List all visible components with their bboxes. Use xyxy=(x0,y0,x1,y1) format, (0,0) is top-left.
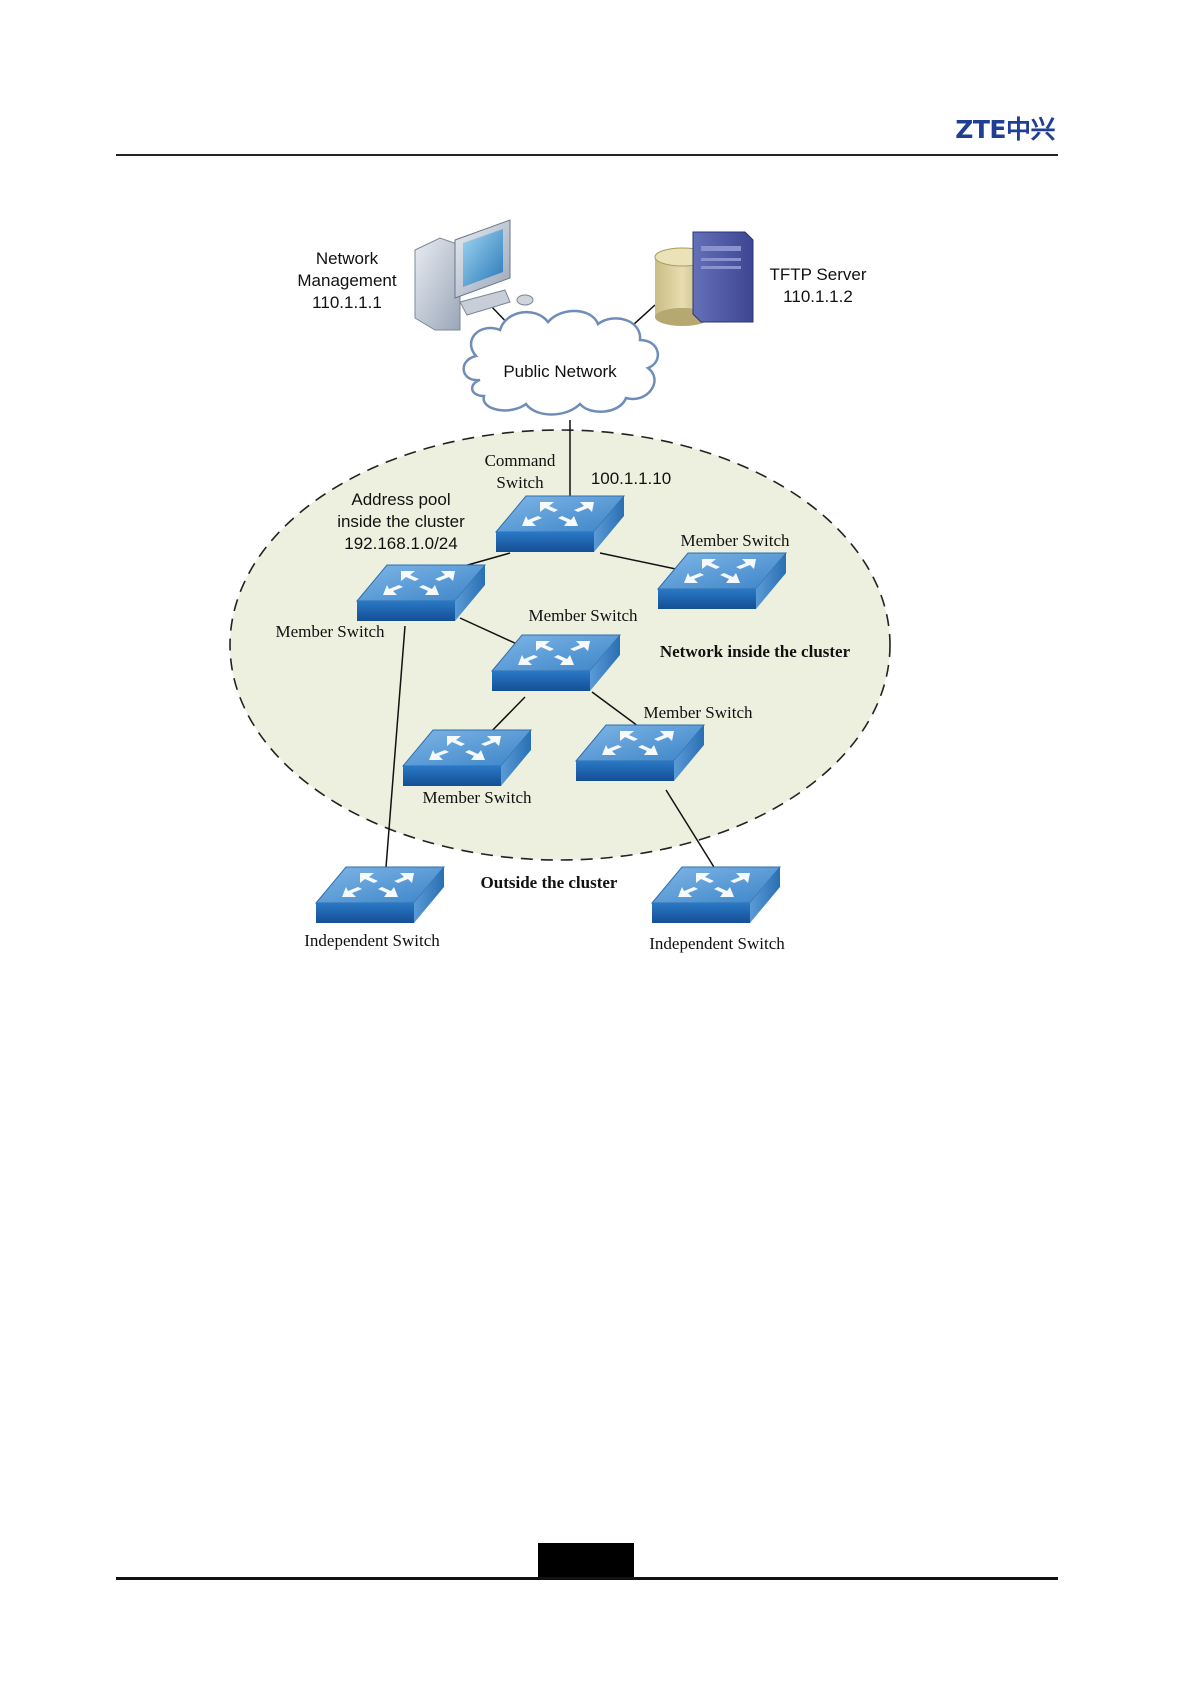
server-icon xyxy=(655,232,753,326)
footer-rule xyxy=(116,1577,1058,1580)
cloud-label: Public Network xyxy=(503,362,617,381)
pool-line1: Address pool xyxy=(351,490,450,509)
command-label-1: Command xyxy=(485,451,556,470)
independent-label-left: Independent Switch xyxy=(304,931,440,950)
member-label-left: Member Switch xyxy=(275,622,385,641)
member-label-bottomright: Member Switch xyxy=(643,703,753,722)
pool-line3: 192.168.1.0/24 xyxy=(344,534,457,553)
page-number-tab xyxy=(538,1543,634,1579)
command-label-2: Switch xyxy=(496,473,544,492)
cluster-label: Network inside the cluster xyxy=(660,642,851,661)
outside-label: Outside the cluster xyxy=(481,873,618,892)
member-label-center: Member Switch xyxy=(528,606,638,625)
independent-switch-icon-left xyxy=(316,867,444,923)
pool-line2: inside the cluster xyxy=(337,512,465,531)
nm-label-1: Network xyxy=(316,249,379,268)
nm-ip: 110.1.1.1 xyxy=(312,293,382,312)
nm-label-2: Management xyxy=(297,271,397,290)
command-ip: 100.1.1.10 xyxy=(591,469,671,488)
member-label-bottomleft: Member Switch xyxy=(422,788,532,807)
tftp-label: TFTP Server xyxy=(770,265,867,284)
tftp-ip: 110.1.1.2 xyxy=(783,287,853,306)
member-label-right: Member Switch xyxy=(680,531,790,550)
independent-label-right: Independent Switch xyxy=(649,934,785,953)
independent-switch-icon-right xyxy=(652,867,780,923)
